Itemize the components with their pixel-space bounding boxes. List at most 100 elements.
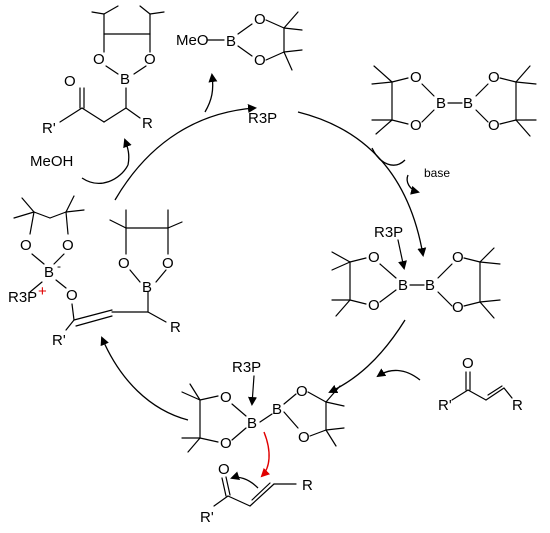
b2pin2-reagent: O O B B O O xyxy=(371,65,537,137)
bond xyxy=(189,383,201,401)
negative-charge: - xyxy=(57,259,61,273)
bond xyxy=(309,429,327,437)
bond xyxy=(21,197,35,213)
alkene-bond xyxy=(487,385,503,396)
arc-product-out xyxy=(123,138,132,166)
bond xyxy=(479,261,501,265)
base-label: base xyxy=(424,166,450,180)
boron: B xyxy=(247,415,257,432)
bond xyxy=(33,211,51,219)
oxygen: O xyxy=(62,237,74,254)
bond xyxy=(147,311,167,323)
arc-complex-to-activated xyxy=(328,319,406,394)
bond xyxy=(53,253,65,265)
boron: B xyxy=(142,279,152,296)
positive-charge: + xyxy=(38,283,47,300)
oxygen: O xyxy=(298,429,310,446)
boron-enolate-intermediate: O O B - R3P + O R' R B O O xyxy=(8,195,183,349)
r-substituent: R xyxy=(512,397,523,414)
boron: B xyxy=(120,71,130,88)
carbonyl-bond xyxy=(225,476,231,496)
activated-complex: R3P O O B B O O O R' R xyxy=(181,359,345,526)
bond xyxy=(231,403,247,417)
bond xyxy=(237,23,253,35)
bond xyxy=(479,299,501,303)
arc-enolate-to-catalyst xyxy=(114,104,257,201)
bond xyxy=(325,429,337,447)
bond xyxy=(65,211,69,235)
p-b-dative-bond xyxy=(397,239,407,270)
bond xyxy=(437,263,453,279)
boron: B xyxy=(398,277,408,294)
oxygen: O xyxy=(220,389,232,406)
meo-label: MeO xyxy=(176,32,209,49)
bond xyxy=(499,77,517,83)
oxygen: O xyxy=(410,117,422,134)
oxygen: O xyxy=(254,52,266,69)
arc-base-in-2 xyxy=(406,174,420,195)
b-b-bond xyxy=(259,413,273,423)
bond xyxy=(283,11,299,29)
oxygen: O xyxy=(452,249,464,266)
r-prime-substituent: R' xyxy=(438,397,452,414)
bond xyxy=(65,319,75,331)
meo-bpin-byproduct: MeO B O O xyxy=(176,11,303,71)
meo-boron: B xyxy=(226,33,236,50)
bond xyxy=(49,211,67,219)
bond xyxy=(265,19,285,29)
bond xyxy=(105,65,119,75)
r-prime-substituent: R' xyxy=(52,332,66,349)
oxygen: O xyxy=(410,69,422,86)
bond xyxy=(91,11,105,15)
bond xyxy=(479,301,495,319)
bond xyxy=(325,401,345,407)
r-substituent: R xyxy=(170,319,181,336)
r-substituent: R xyxy=(302,477,313,494)
oxygen: O xyxy=(452,299,464,316)
bond xyxy=(421,83,435,97)
r-prime-substituent: R' xyxy=(200,509,214,526)
bond xyxy=(375,119,393,135)
bond xyxy=(29,281,43,293)
bond xyxy=(129,269,141,283)
oxygen: O xyxy=(368,297,380,314)
bond xyxy=(13,211,35,219)
bond xyxy=(283,51,293,71)
carbonyl-bond xyxy=(221,477,227,497)
bond xyxy=(307,391,327,403)
bond xyxy=(149,11,165,15)
phosphine-b2pin2-adduct: R3P O O B B O O xyxy=(331,224,501,319)
bond xyxy=(199,437,219,443)
bond xyxy=(181,391,201,401)
bond xyxy=(187,437,201,453)
bond xyxy=(325,385,341,403)
electron-flow-arrow xyxy=(260,431,271,478)
enolate-oxygen: O xyxy=(66,287,78,304)
bond xyxy=(71,303,75,321)
oxygen: O xyxy=(220,435,232,452)
bond xyxy=(499,119,517,125)
arc-base-in xyxy=(371,147,406,166)
beta-boryl-ketone-product: O O B R R' O xyxy=(42,5,165,137)
catalyst-r3p: R3P xyxy=(248,110,277,127)
bond xyxy=(103,107,127,123)
bond xyxy=(65,195,75,213)
bond xyxy=(349,257,367,263)
bond xyxy=(373,65,393,83)
bond xyxy=(335,299,351,317)
boron: B xyxy=(436,95,446,112)
p-b-dative-bond xyxy=(248,375,257,406)
bond xyxy=(167,221,183,229)
bond xyxy=(125,107,141,119)
oxygen: O xyxy=(162,255,174,272)
bond xyxy=(65,209,85,213)
boron: B xyxy=(425,277,435,294)
bond xyxy=(103,5,119,15)
bond xyxy=(503,387,513,399)
bond xyxy=(463,257,481,263)
bond xyxy=(325,427,345,431)
bond xyxy=(283,411,299,429)
phosphonium-label: R3P xyxy=(8,289,37,306)
oxygen: O xyxy=(488,117,500,134)
